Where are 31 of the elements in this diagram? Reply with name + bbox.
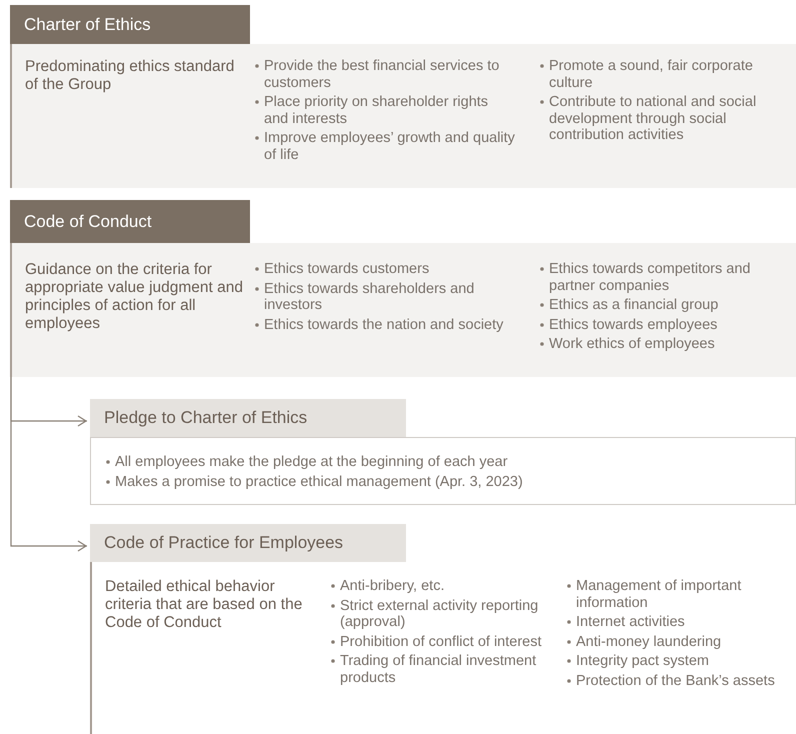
bullet-item: Ethics towards competitors and partner companies bbox=[549, 261, 752, 294]
bullet-item: Integrity pact system bbox=[576, 653, 710, 670]
bullet-item: Promote a sound, fair corporate culture bbox=[549, 58, 754, 91]
bullet-item: Ethics towards customers bbox=[264, 261, 430, 278]
section-heading: Code of Practice for Employees bbox=[90, 524, 406, 562]
description-text: Predominating ethics standard of the Group bbox=[25, 58, 236, 94]
bullet-item: Contribute to national and social development through social contribution activities bbox=[549, 94, 758, 144]
connector-arrow bbox=[10, 377, 87, 552]
bullet-item: Anti-bribery, etc. bbox=[340, 578, 446, 594]
bullet-item: Improve employees’ growth and quality of life bbox=[264, 130, 516, 163]
description-text: Guidance on the criteria for appropriate value judgment and principles of action for all employees bbox=[25, 261, 244, 333]
bullet-item: Internet activities bbox=[576, 614, 686, 630]
bullet-item: Trading of financial investment products bbox=[340, 653, 538, 686]
bullet-item: Ethics towards the nation and society bbox=[264, 316, 504, 333]
section-heading: Code of Conduct bbox=[10, 200, 250, 243]
description-text: Detailed ethical behavior criteria that are based on the Code of Conduct bbox=[105, 578, 304, 632]
bullet-item: Anti-money laundering bbox=[576, 634, 722, 650]
bullet-item: Provide the best financial services to customers bbox=[264, 58, 500, 91]
bullet-item: Ethics towards shareholders and investors bbox=[264, 280, 476, 314]
section-heading: Pledge to Charter of Ethics bbox=[90, 399, 406, 437]
bullet-item: Makes a promise to practice ethical management (Apr. 3, 2023) bbox=[115, 474, 524, 490]
bullet-item: Strict external activity reporting (approval) bbox=[340, 598, 540, 630]
bullet-item: Ethics towards employees bbox=[549, 316, 718, 333]
bullet-item: Prohibition of conflict of interest bbox=[340, 634, 542, 650]
bullet-item: Protection of the Bank’s assets bbox=[576, 672, 776, 689]
bullet-item: Ethics as a financial group bbox=[549, 297, 720, 314]
bullet-item: All employees make the pledge at the beginning of each year bbox=[115, 454, 509, 470]
bullet-item: Management of important information bbox=[576, 578, 742, 611]
bullet-item: Work ethics of employees bbox=[549, 336, 716, 352]
section-heading: Charter of Ethics bbox=[10, 5, 250, 44]
bullet-item: Place priority on shareholder rights and interests bbox=[264, 94, 490, 127]
